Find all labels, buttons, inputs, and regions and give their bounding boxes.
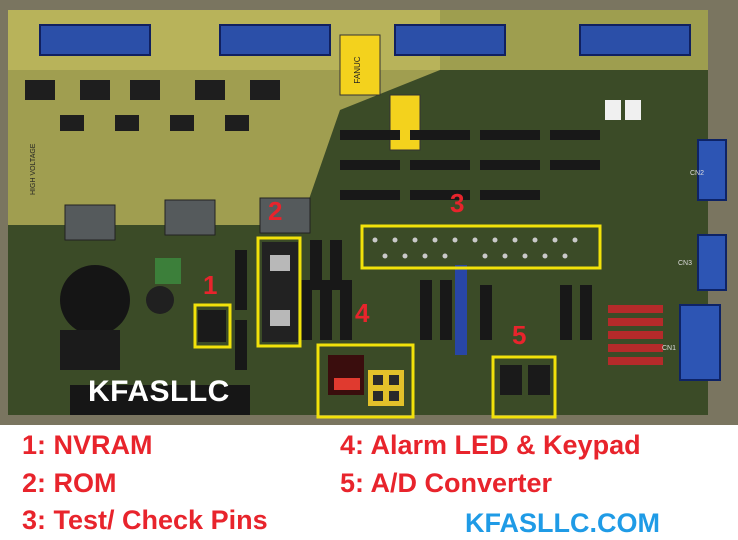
callout-3: 3 (450, 188, 465, 218)
highlight-box-1 (193, 303, 232, 349)
website-url: KFASLLC.COM (465, 508, 660, 538)
callout-1: 1 (203, 270, 218, 300)
circuit-board-photo: FANUC HIGH VOLTAGE (0, 0, 738, 425)
cn3-label: CN3 (678, 260, 692, 267)
ic-chips (235, 130, 600, 370)
top-connectors (39, 24, 691, 56)
legend-item-nvram: 1: NVRAM (22, 430, 153, 460)
highlight-boxes (193, 224, 602, 419)
callout-4: 4 (355, 298, 370, 328)
fanuc-label: FANUC (353, 56, 362, 83)
watermark: KFASLLC (88, 375, 230, 408)
cn2-label: CN2 (690, 170, 704, 177)
highlight-box-2 (256, 236, 302, 348)
highlight-box-3 (360, 224, 602, 270)
highlight-box-5 (491, 355, 557, 419)
callout-5: 5 (512, 320, 527, 350)
legend-item-ad-converter: 5: A/D Converter (340, 468, 553, 498)
legend-item-test-pins: 3: Test/ Check Pins (22, 505, 268, 535)
highlight-box-4 (316, 343, 415, 419)
legend-item-alarm-led-keypad: 4: Alarm LED & Keypad (340, 430, 641, 460)
legend-item-rom: 2: ROM (22, 468, 117, 498)
cn1-label: CN1 (662, 345, 676, 352)
heatsink-bar (70, 385, 250, 415)
high-voltage-label: HIGH VOLTAGE (30, 143, 37, 195)
callout-2: 2 (268, 196, 283, 226)
